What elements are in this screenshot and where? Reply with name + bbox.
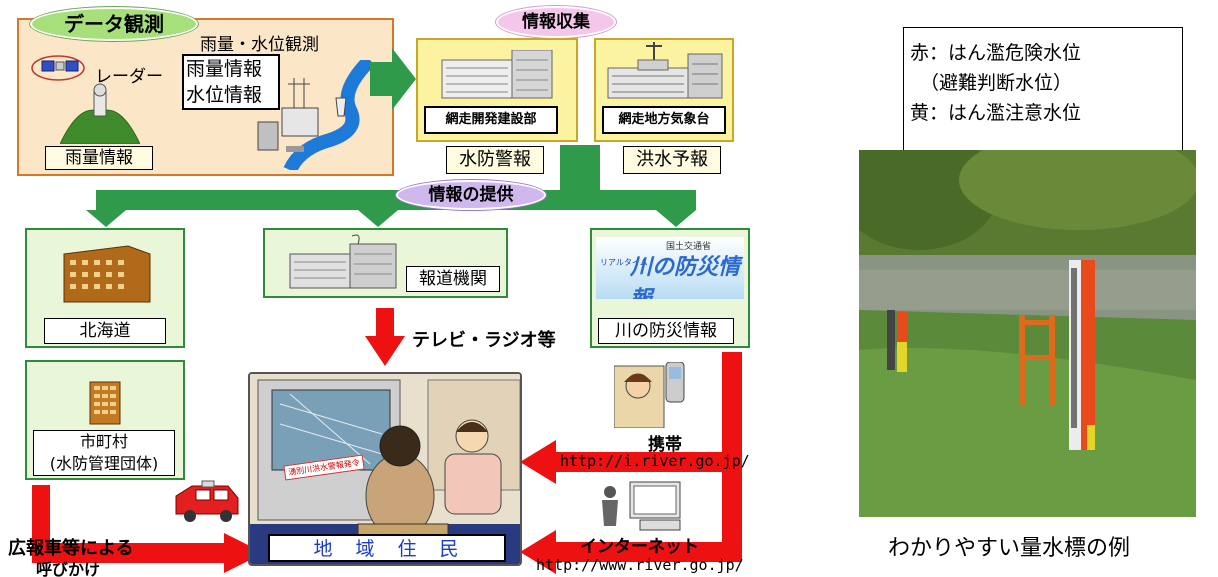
municipality-line1: 市町村 [79,432,128,451]
info-provide-oval: 情報の提供 [396,180,546,210]
met-office-building-icon [607,42,723,99]
pr-line1: 広報車等による [8,538,134,559]
legend-yellow: 黄：はん濫注意水位 [910,102,1082,124]
legend-red: 赤：はん濫危険水位 [910,42,1082,64]
river-disaster-label: 川の防災情報 [598,318,734,344]
rain-water-info-box: 雨量情報 水位情報 [182,54,280,110]
rain-info-text: 雨量情報 [186,58,263,80]
tv-radio-label: テレビ・ラジオ等 [412,330,556,351]
abashiri-met-label: 網走地方気象台 [602,106,726,134]
photo-caption: わかりやすい量水標の例 [888,536,1131,561]
info-provide-label: 情報の提供 [428,185,514,205]
info-collect-label: 情報収集 [522,12,590,32]
hokkaido-building-icon [63,245,151,303]
media-building-icon [289,234,397,289]
flood-forecast-label: 洪水予報 [623,146,721,174]
rain-gauge-hill-icon [60,83,140,144]
media-label: 報道機関 [406,266,500,292]
red-arrow-municipality [32,485,264,573]
info-collect-oval: 情報収集 [496,6,616,38]
satellite-icon [31,55,85,81]
pr-car-icon [175,480,239,522]
hokkaido-label: 北海道 [44,318,166,344]
residents-label: 地 域 住 民 [268,534,506,562]
water-info-text: 水位情報 [186,84,263,106]
green-distribution-arrows [86,145,696,227]
rain-water-observation-text: 雨量・水位観測 [200,35,319,55]
flood-warning-label: 水防警報 [446,146,544,174]
data-observation-oval: データ観測 [30,7,198,41]
municipality-label: 市町村 (水防管理団体) [33,430,175,476]
mobile-user-icon [614,362,685,428]
river-banner-realtime: リアルタイム [600,258,648,267]
internet-label: インターネット [580,537,699,557]
dev-office-building-icon [441,50,553,99]
red-arrow-down-media [365,308,405,366]
river-station-icon [257,60,376,170]
river-banner-ministry: 国土交通省 [666,242,712,252]
mobile-label: 携帯 [648,435,682,455]
municipality-building-icon [89,381,121,425]
pr-line2: 呼びかけ [36,560,101,577]
green-arrow-right [370,48,416,110]
residents-illustration: 湧別川洪水警報発令 地 域 住 民 [248,372,522,566]
data-observation-label: データ観測 [64,12,164,36]
radar-label: レーダー [95,67,163,87]
legend-red-note: （避難判断水位） [920,72,1073,94]
municipality-line2: (水防管理団体) [49,454,159,473]
rain-info-label: 雨量情報 [45,146,153,170]
computer-icon [602,481,681,531]
red-arrows-river-to-residents [520,352,742,574]
river-disaster-banner: 国土交通省 リアルタイム 川の防災情報 [596,237,744,299]
river-banner-title: 川の防災情報 [630,255,741,299]
abashiri-dev-label: 網走開発建設部 [424,106,558,134]
internet-url: http://www.river.go.jp/ [536,556,744,574]
legend-box: 赤：はん濫危険水位 （避難判断水位） 黄：はん濫注意水位 [903,27,1183,159]
water-gauge-photo [859,150,1196,517]
mobile-url: http://i.river.go.jp/ [560,452,750,470]
water-gauge-scene [859,150,1196,517]
